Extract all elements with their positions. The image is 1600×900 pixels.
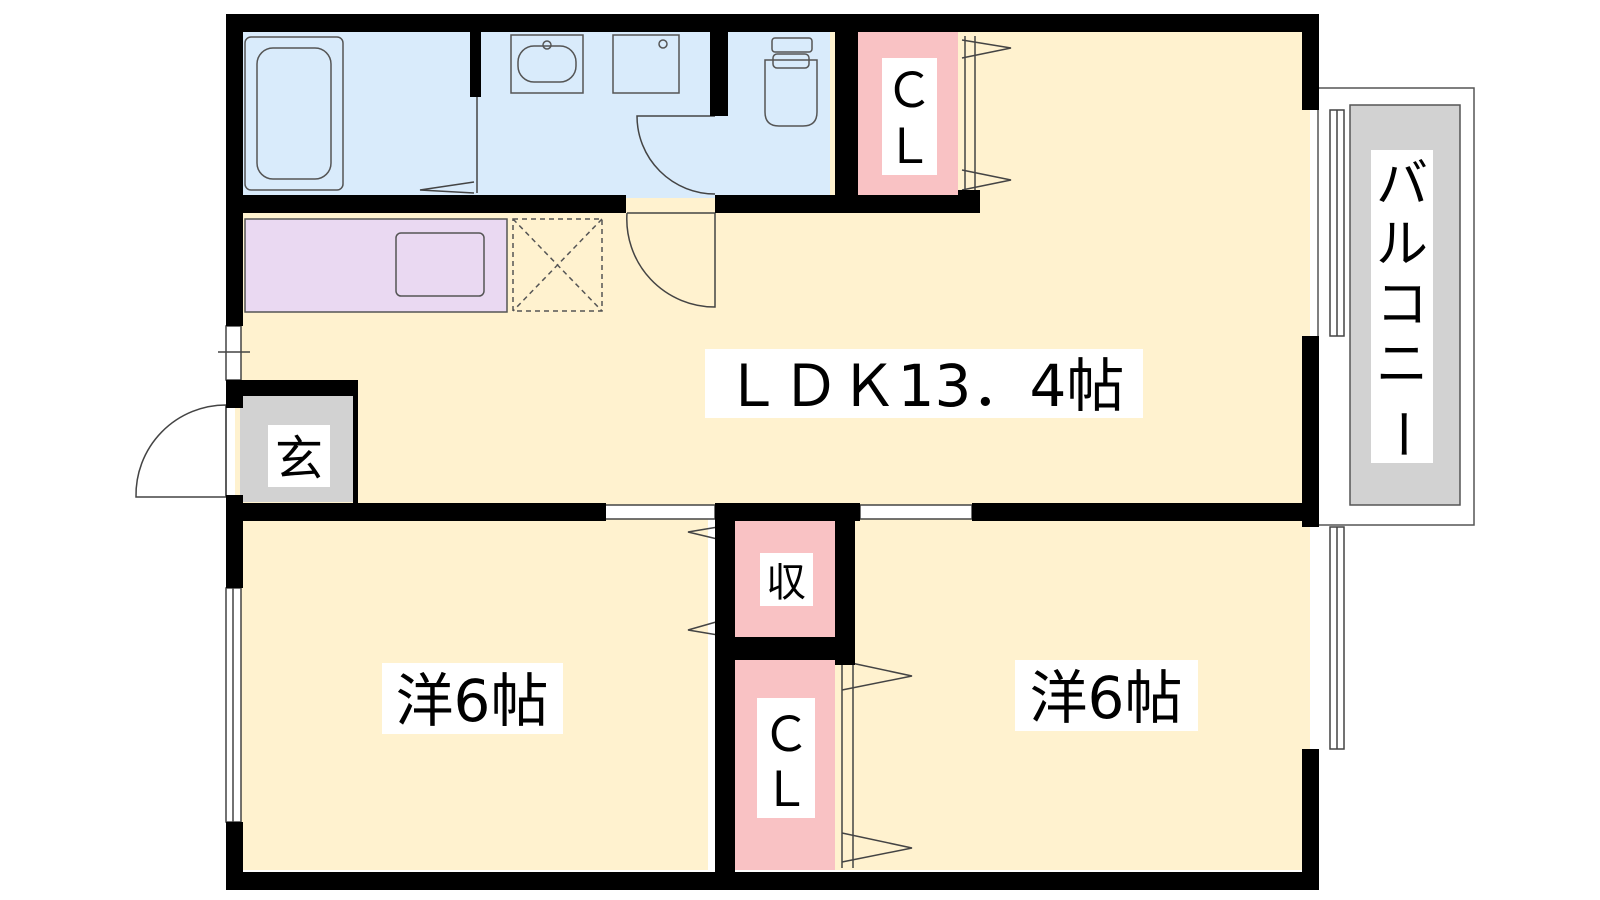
faucet	[542, 40, 552, 50]
western-right-label: 洋6帖	[1030, 664, 1183, 732]
closet-bottom-label-l: Ｌ	[762, 762, 810, 818]
wall-toilet-closet	[835, 28, 858, 213]
wall-top	[226, 14, 1319, 32]
wall-entrance-right	[353, 380, 358, 510]
sink-basin	[517, 45, 577, 83]
fixtures	[244, 34, 818, 312]
washer-drain	[658, 39, 668, 49]
western-left-label: 洋6帖	[396, 667, 549, 735]
wall-mid-left	[226, 503, 606, 521]
wall-left-lower-b	[226, 822, 243, 890]
storage-label: 収	[766, 560, 806, 606]
closet-top-label-c: Ｃ	[885, 63, 933, 119]
washroom-door-swing	[636, 115, 716, 195]
balcony-label-3: コ	[1376, 275, 1428, 335]
wall-mid-right	[972, 503, 1319, 521]
wall-bedroom-divider-right	[835, 503, 855, 665]
closet-top-label-bg	[882, 58, 937, 175]
washer-pan	[612, 34, 680, 94]
wall-wet-bottom	[226, 195, 626, 213]
wall-storage-bottom	[715, 637, 855, 660]
fridge-space	[512, 218, 603, 312]
closet-bottom-door-b	[841, 832, 913, 863]
wall-left-upper	[226, 14, 243, 326]
wall-right-c	[1302, 749, 1319, 890]
ldk-label-bg	[705, 349, 1143, 418]
bedroom-right-door-gap	[859, 504, 973, 520]
toilet-bowl	[764, 59, 818, 127]
wall-entrance-top	[226, 380, 358, 396]
labels: ＬＤＫ13．4帖 洋6帖 洋6帖 玄 収 Ｃ Ｌ Ｃ Ｌ バ ル コ ニ ー	[275, 63, 1431, 818]
walls	[226, 14, 1319, 890]
western-right-label-bg	[1015, 660, 1198, 731]
wall-bath-wash	[470, 28, 481, 97]
west-small-window	[225, 325, 242, 381]
closet-bottom-label-bg	[757, 698, 815, 818]
entrance-label: 玄	[275, 431, 323, 487]
balcony-label-bg	[1371, 150, 1433, 463]
closet-top-door-a	[961, 39, 1012, 59]
wall-wash-toilet	[710, 28, 728, 116]
windows	[218, 109, 1345, 823]
wall-bedroom-divider-left	[715, 503, 735, 890]
closet-bottom-label-c: Ｃ	[762, 707, 810, 763]
label-backgrounds	[268, 58, 1198, 818]
wall-closet-top-right	[958, 190, 980, 213]
entrance-label-bg	[268, 425, 330, 487]
western-left-label-bg	[382, 663, 563, 734]
balcony-label-4: ニ	[1376, 335, 1428, 395]
bath-sliding-mark	[419, 181, 475, 194]
washroom-floor	[477, 28, 715, 198]
wall-right-b	[1302, 336, 1319, 527]
balcony-label-2: ル	[1376, 215, 1428, 275]
balcony-label-1: バ	[1376, 155, 1428, 215]
sink-cabinet	[510, 34, 584, 94]
kitchen-sink	[395, 232, 485, 297]
bathtub-inner	[256, 47, 332, 180]
bedroom-left-door-gap	[604, 504, 716, 520]
entrance-door-swing	[135, 404, 227, 498]
wall-mid-center	[715, 503, 860, 521]
toilet-tank	[771, 37, 813, 53]
balcony-label-5: ー	[1371, 408, 1431, 460]
bathroom-floor	[235, 28, 477, 198]
closet-top-door-b	[961, 169, 1012, 191]
ldk-label: ＬＤＫ13．4帖	[724, 352, 1125, 420]
wall-right-a	[1302, 14, 1319, 110]
wall-bottom	[226, 872, 1319, 890]
closet-top-label-l: Ｌ	[885, 119, 933, 175]
toilet-floor	[715, 28, 830, 198]
closet-bottom-door-a	[841, 660, 913, 691]
storage-label-bg	[760, 553, 813, 606]
bathtub-outer	[244, 36, 344, 191]
toilet-seat	[772, 53, 810, 69]
fridge-cross-b	[512, 218, 603, 312]
hall-door-swing	[626, 212, 716, 308]
